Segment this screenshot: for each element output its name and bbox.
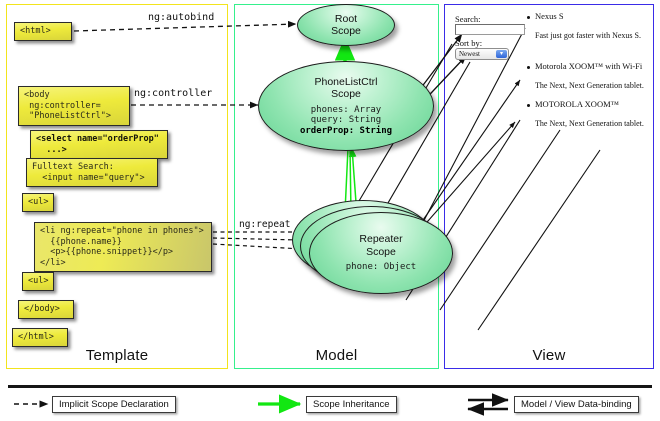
sort-select[interactable]: Newest ▾ (455, 48, 509, 60)
legend-implicit-scope-declaration: Implicit Scope Declaration (52, 396, 176, 413)
scope-prop-query: query: String (310, 115, 382, 126)
template-box-ul-open: <ul> (22, 193, 54, 212)
template-box-html-close: </html> (12, 328, 68, 347)
scope-phonelistctrl: PhoneListCtrl Scope phones: Array query:… (258, 61, 434, 151)
chevron-down-icon: ▾ (496, 50, 507, 58)
list-item-name: Motorola XOOM™ with Wi-Fi (535, 61, 643, 71)
scope-repeater-title: Repeater Scope (359, 233, 403, 258)
panel-view-label: View (532, 347, 566, 364)
edge-label-repeat: ng:repeat (239, 219, 291, 230)
legend-scope-inheritance: Scope Inheritance (306, 396, 397, 413)
template-box-html-open: <html> (14, 22, 72, 41)
panel-model-label: Model (315, 347, 358, 364)
list-item-snippet: The Next, Next Generation tablet. (535, 81, 644, 90)
template-box-search-input: Fulltext Search: <input name="query"> (26, 158, 158, 187)
template-box-body-close: </body> (18, 300, 74, 319)
template-box-li-repeat: <li ng:repeat="phone in phones"> {{phone… (34, 222, 212, 272)
edge-label-autobind: ng:autobind (148, 12, 215, 23)
scope-root: Root Scope (297, 4, 395, 46)
scope-repeater-props: phone: Object (346, 262, 416, 273)
panel-template-label: Template (85, 347, 149, 364)
scope-root-title: Root Scope (331, 12, 361, 38)
legend-divider (8, 385, 652, 388)
list-item-name: MOTOROLA XOOM™ (535, 99, 619, 109)
list-item-snippet: The Next, Next Generation tablet. (535, 119, 644, 128)
template-box-ul-close: <ul> (22, 272, 54, 291)
scope-prop-phone: phone: Object (345, 262, 417, 273)
scope-phonelistctrl-props: phones: Array query: String orderProp: S… (300, 105, 392, 137)
list-item-name: Nexus S (535, 11, 564, 21)
sort-select-value: Newest (459, 50, 480, 58)
list-item-snippet: Fast just got faster with Nexus S. (535, 31, 641, 40)
edge-label-controller: ng:controller (134, 88, 213, 99)
list-bullet (527, 104, 530, 107)
template-box-body-open: <body ng:controller= "PhoneListCtrl"> (18, 86, 130, 126)
panel-model: Model (234, 4, 439, 369)
scope-prop-phones: phones: Array (310, 104, 382, 115)
template-box-select-tag: <select name="orderProp" ...> (30, 130, 168, 159)
scope-prop-orderprop: orderProp: String (299, 125, 393, 136)
view-search-label: Search: (455, 14, 481, 24)
list-bullet (527, 66, 530, 69)
legend-model-view-databinding: Model / View Data-binding (514, 396, 639, 413)
search-input[interactable] (455, 24, 525, 35)
scope-phonelistctrl-title: PhoneListCtrl Scope (314, 75, 378, 101)
list-bullet (527, 16, 530, 19)
view-sort-label: Sort by: (455, 38, 483, 48)
scope-repeater: Repeater Scope phone: Object (309, 212, 453, 294)
